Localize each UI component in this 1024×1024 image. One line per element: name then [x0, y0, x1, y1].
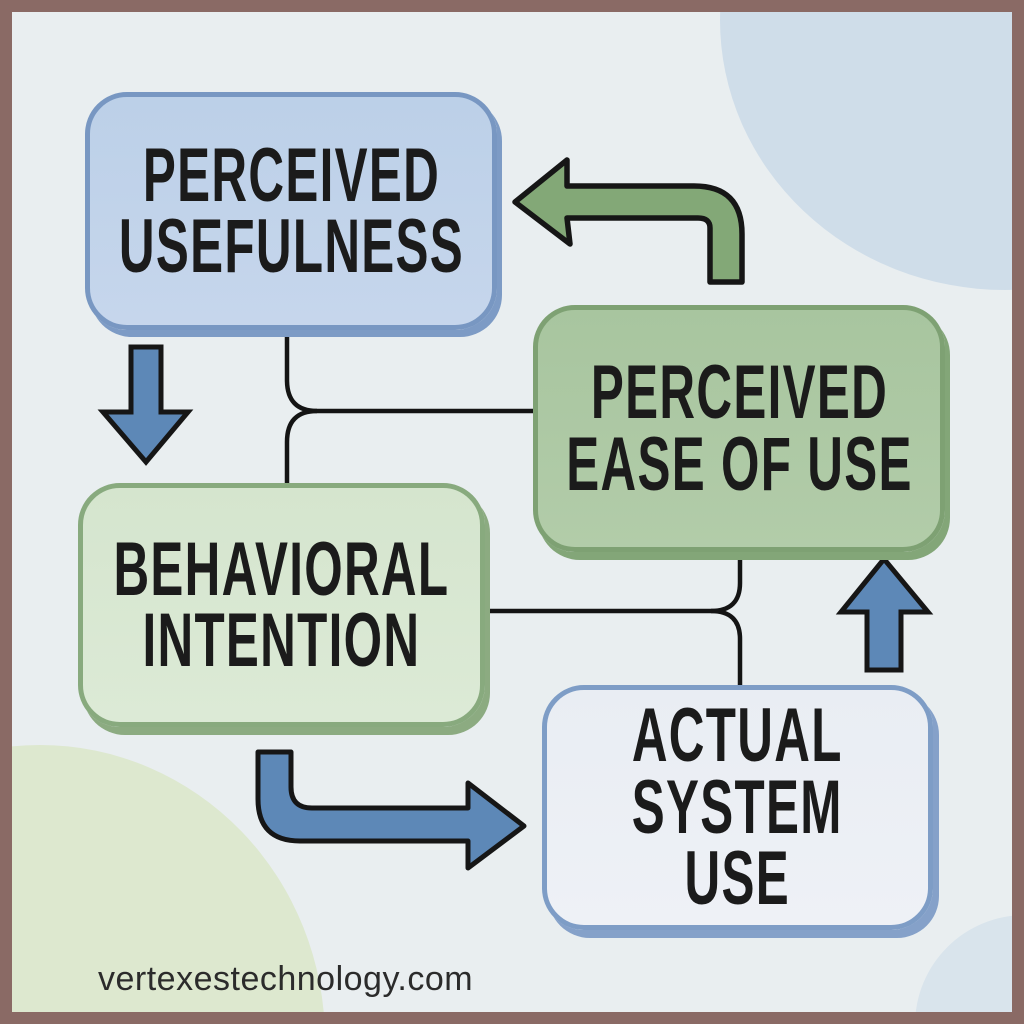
arrow-up-icon	[835, 555, 934, 673]
label-line: ACTUAL	[632, 693, 843, 779]
box-behavioral-intention: BEHAVIORAL INTENTION	[78, 483, 485, 727]
label-line: EASE OF USE	[565, 421, 913, 507]
label-line: PERCEIVED	[142, 132, 440, 218]
box-behavioral-intention-label: BEHAVIORAL INTENTION	[113, 526, 450, 683]
label-line: PERCEIVED	[590, 350, 888, 436]
box-perceived-ease-of-use-label: PERCEIVED EASE OF USE	[565, 350, 913, 507]
box-perceived-usefulness: PERCEIVED USEFULNESS	[85, 92, 497, 330]
box-perceived-usefulness-label: PERCEIVED USEFULNESS	[118, 132, 464, 289]
arrow-elbow-left-icon	[512, 157, 745, 285]
label-line: USEFULNESS	[118, 204, 464, 289]
label-line: USE	[684, 836, 791, 922]
watermark-text: vertexestechnology.com	[98, 960, 474, 998]
arrow-down-icon	[97, 344, 194, 466]
box-actual-system-use: ACTUAL SYSTEM USE	[542, 685, 933, 930]
connector-lines	[284, 328, 743, 687]
box-perceived-ease-of-use: PERCEIVED EASE OF USE	[533, 305, 945, 552]
box-actual-system-use-label: ACTUAL SYSTEM USE	[632, 693, 843, 922]
connector-branch-to-peou-bottom	[710, 552, 743, 614]
connector-pu-to-peou	[284, 328, 535, 414]
label-line: SYSTEM	[632, 764, 843, 850]
connector-branch-to-asu-top	[710, 608, 743, 687]
arrow-elbow-right-icon	[255, 749, 527, 871]
connector-branch-to-bi	[284, 408, 318, 486]
label-line: INTENTION	[142, 598, 421, 683]
label-line: BEHAVIORAL	[113, 526, 450, 612]
